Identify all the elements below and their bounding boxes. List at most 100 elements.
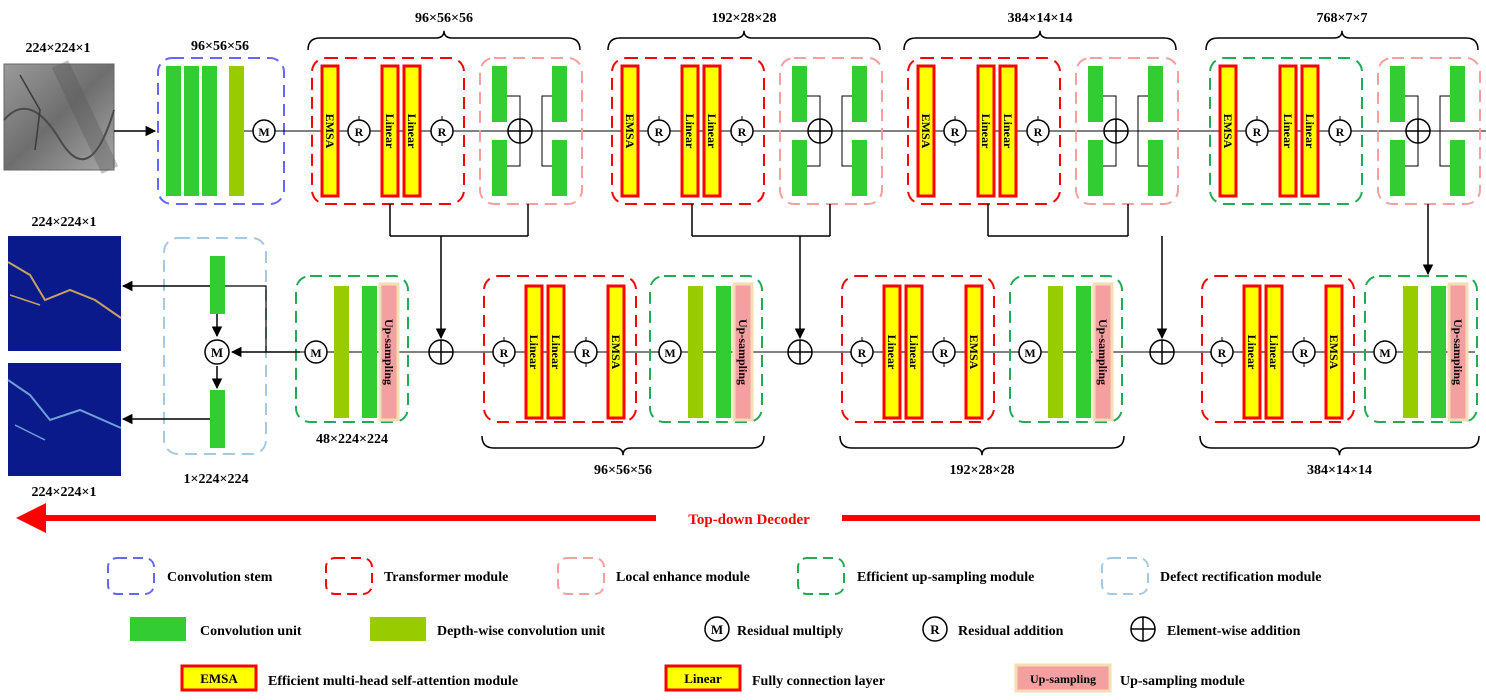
legend: Convolution stem Transformer module Loca… bbox=[107, 557, 1321, 693]
conv-unit bbox=[1148, 140, 1163, 196]
legend-defect-label: Defect rectification module bbox=[1160, 570, 1321, 585]
stem-m-letter: M bbox=[258, 125, 269, 139]
linear-block-text: Linear bbox=[383, 114, 397, 149]
conv-unit bbox=[492, 140, 507, 196]
legend-conv-swatch bbox=[130, 617, 186, 641]
residual-add-letter: R bbox=[940, 346, 949, 360]
linear-block-text: Linear bbox=[705, 114, 719, 149]
residual-add-letter: R bbox=[1034, 125, 1043, 139]
residual-add-letter: R bbox=[438, 125, 447, 139]
input-image bbox=[3, 60, 119, 174]
conv-unit bbox=[1076, 286, 1091, 418]
linear-block-text: Linear bbox=[1245, 335, 1259, 370]
residual-add-letter: R bbox=[1218, 346, 1227, 360]
transformer-module-3 bbox=[907, 57, 1061, 205]
legend-resmul-label: Residual multiply bbox=[737, 624, 843, 639]
efficient-upsampling-module-0 bbox=[295, 275, 409, 423]
linear-block bbox=[380, 64, 400, 198]
legend-resadd-label: Residual addition bbox=[958, 624, 1064, 639]
conv-unit bbox=[792, 140, 807, 196]
emsa-block bbox=[916, 64, 936, 198]
linear-block bbox=[524, 284, 544, 420]
output2-size-label: 224×224×1 bbox=[32, 485, 97, 500]
residual-multiply-letter: M bbox=[310, 346, 321, 360]
encoder-brace-1 bbox=[307, 30, 581, 51]
legend-up-label: Up-sampling module bbox=[1120, 674, 1245, 689]
input-size-label: 224×224×1 bbox=[26, 41, 91, 56]
legend-defect-swatch bbox=[1101, 557, 1149, 595]
conv-unit bbox=[1431, 286, 1446, 418]
dw-conv-unit bbox=[688, 286, 703, 418]
transformer-module-4 bbox=[1209, 57, 1363, 205]
legend-up-box-text: Up-sampling bbox=[1030, 672, 1096, 686]
conv-unit bbox=[552, 140, 567, 196]
emsa-block-text: EMSA bbox=[1221, 114, 1235, 149]
linear-block-text: Linear bbox=[1303, 114, 1317, 149]
residual-add-letter: R bbox=[951, 125, 960, 139]
emsa-block bbox=[1218, 64, 1238, 198]
conv-unit bbox=[852, 66, 867, 122]
dw-conv-unit bbox=[1048, 286, 1063, 418]
legend-linear-box-text: Linear bbox=[684, 671, 722, 686]
legend-stem-swatch bbox=[107, 557, 155, 595]
conv-unit bbox=[552, 66, 567, 122]
residual-add-letter: R bbox=[1300, 346, 1309, 360]
defect-m: M bbox=[211, 345, 223, 360]
up-sampling-text: Up-sampling bbox=[382, 319, 396, 385]
linear-block-text: Linear bbox=[1001, 114, 1015, 149]
legend-local-label: Local enhance module bbox=[616, 570, 750, 585]
decoder-title: Top-down Decoder bbox=[688, 512, 810, 528]
local-enhance-module-1 bbox=[479, 57, 583, 205]
efficient-upsampling-module-2 bbox=[1009, 275, 1123, 423]
linear-block-text: Linear bbox=[885, 335, 899, 370]
linear-block-text: Linear bbox=[1267, 335, 1281, 370]
legend-transformer-swatch bbox=[325, 557, 373, 595]
up-sampling-block bbox=[732, 282, 754, 422]
up-sampling-block bbox=[378, 282, 400, 422]
emsa-block-text: EMSA bbox=[1327, 335, 1341, 370]
conv-unit bbox=[362, 286, 377, 418]
up-sampling-text: Up-sampling bbox=[1451, 319, 1465, 385]
transformer-module-2 bbox=[611, 57, 765, 205]
conv-unit bbox=[1390, 140, 1405, 196]
residual-add-letter: R bbox=[500, 346, 509, 360]
residual-multiply bbox=[658, 340, 682, 364]
linear-block-text: Linear bbox=[527, 335, 541, 370]
emsa-block bbox=[606, 284, 626, 420]
legend-m-icon bbox=[704, 616, 730, 642]
skip-connections bbox=[389, 204, 1434, 340]
output-image-2 bbox=[7, 363, 122, 476]
emsa-block bbox=[1324, 284, 1344, 420]
linear-block bbox=[680, 64, 700, 198]
encoder-size-label-2: 192×28×28 bbox=[712, 11, 777, 26]
emsa-block-text: EMSA bbox=[919, 114, 933, 149]
conv-unit bbox=[1450, 140, 1465, 196]
up-sampling-text: Up-sampling bbox=[1096, 319, 1110, 385]
up0-size-label: 48×224×224 bbox=[316, 432, 388, 447]
convolution-stem bbox=[157, 57, 285, 205]
decoder-arrow bbox=[15, 503, 1480, 533]
legend-effup-label: Efficient up-sampling module bbox=[857, 570, 1034, 585]
local-enhance-module-3 bbox=[1075, 57, 1179, 205]
decoder-size-label-1: 96×56×56 bbox=[594, 463, 652, 478]
decoder-transformer-3 bbox=[1201, 275, 1355, 423]
residual-add-letter: R bbox=[1336, 125, 1345, 139]
linear-block bbox=[546, 284, 566, 420]
residual-multiply-letter: M bbox=[1024, 346, 1035, 360]
residual-add-letter: R bbox=[858, 346, 867, 360]
legend-r-icon bbox=[922, 616, 948, 642]
residual-multiply bbox=[304, 340, 328, 364]
linear-block bbox=[882, 284, 902, 420]
efficient-upsampling-module-1 bbox=[649, 275, 763, 423]
legend-effup-swatch bbox=[797, 557, 845, 595]
emsa-block-text: EMSA bbox=[967, 335, 981, 370]
defect-size-label: 1×224×224 bbox=[184, 472, 249, 487]
linear-block bbox=[1264, 284, 1284, 420]
conv-unit bbox=[1148, 66, 1163, 122]
defect-rectification-module: M bbox=[163, 237, 267, 455]
legend-dw-swatch bbox=[370, 617, 426, 641]
linear-block bbox=[976, 64, 996, 198]
conv-unit bbox=[852, 140, 867, 196]
linear-block-text: Linear bbox=[549, 335, 563, 370]
